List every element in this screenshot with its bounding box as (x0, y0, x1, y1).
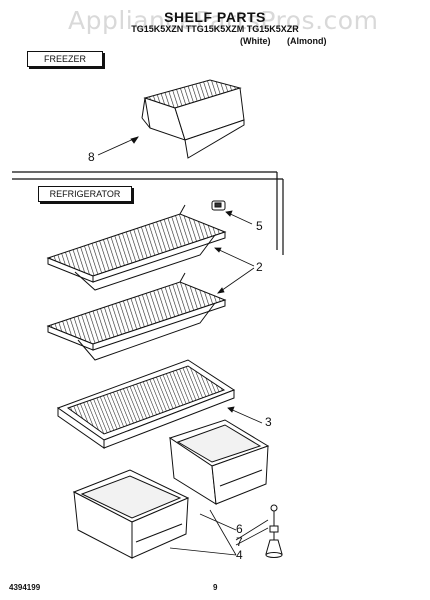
variant-almond: (Almond) (287, 36, 327, 46)
crisper-drawer-left-4 (72, 469, 190, 559)
variant-white: (White) (240, 36, 271, 46)
crisper-drawer-right-4 (168, 419, 270, 505)
refrigerator-label: REFRIGERATOR (38, 186, 132, 202)
callout-7: 7 (236, 535, 243, 549)
page-title: SHELF PARTS (164, 9, 266, 25)
document-number: 4394199 (9, 583, 41, 592)
freezer-label: FREEZER (27, 51, 103, 67)
refrigerator-shelf-upper-2 (46, 204, 227, 291)
section-divider (12, 171, 284, 255)
leader-lines (97, 136, 269, 556)
freezer-shelf-8 (141, 79, 245, 159)
drawer-cam-assembly-6-7 (265, 504, 283, 558)
callout-3: 3 (265, 415, 272, 429)
crisper-cover-3 (56, 359, 236, 449)
color-variants: (White) (Almond) (240, 36, 341, 46)
model-numbers: TG15K5XZN TTG15K5XZM TG15K5XZR (131, 24, 299, 34)
callout-8: 8 (88, 150, 95, 164)
callout-6: 6 (236, 522, 243, 536)
callout-5: 5 (256, 219, 263, 233)
callout-2: 2 (256, 260, 263, 274)
callout-4: 4 (236, 548, 243, 562)
shelf-support-5 (211, 200, 226, 211)
watermark: AppliancePartsPros.com (68, 6, 379, 35)
page-number: 9 (213, 583, 218, 592)
refrigerator-shelf-lower-2 (46, 272, 227, 361)
